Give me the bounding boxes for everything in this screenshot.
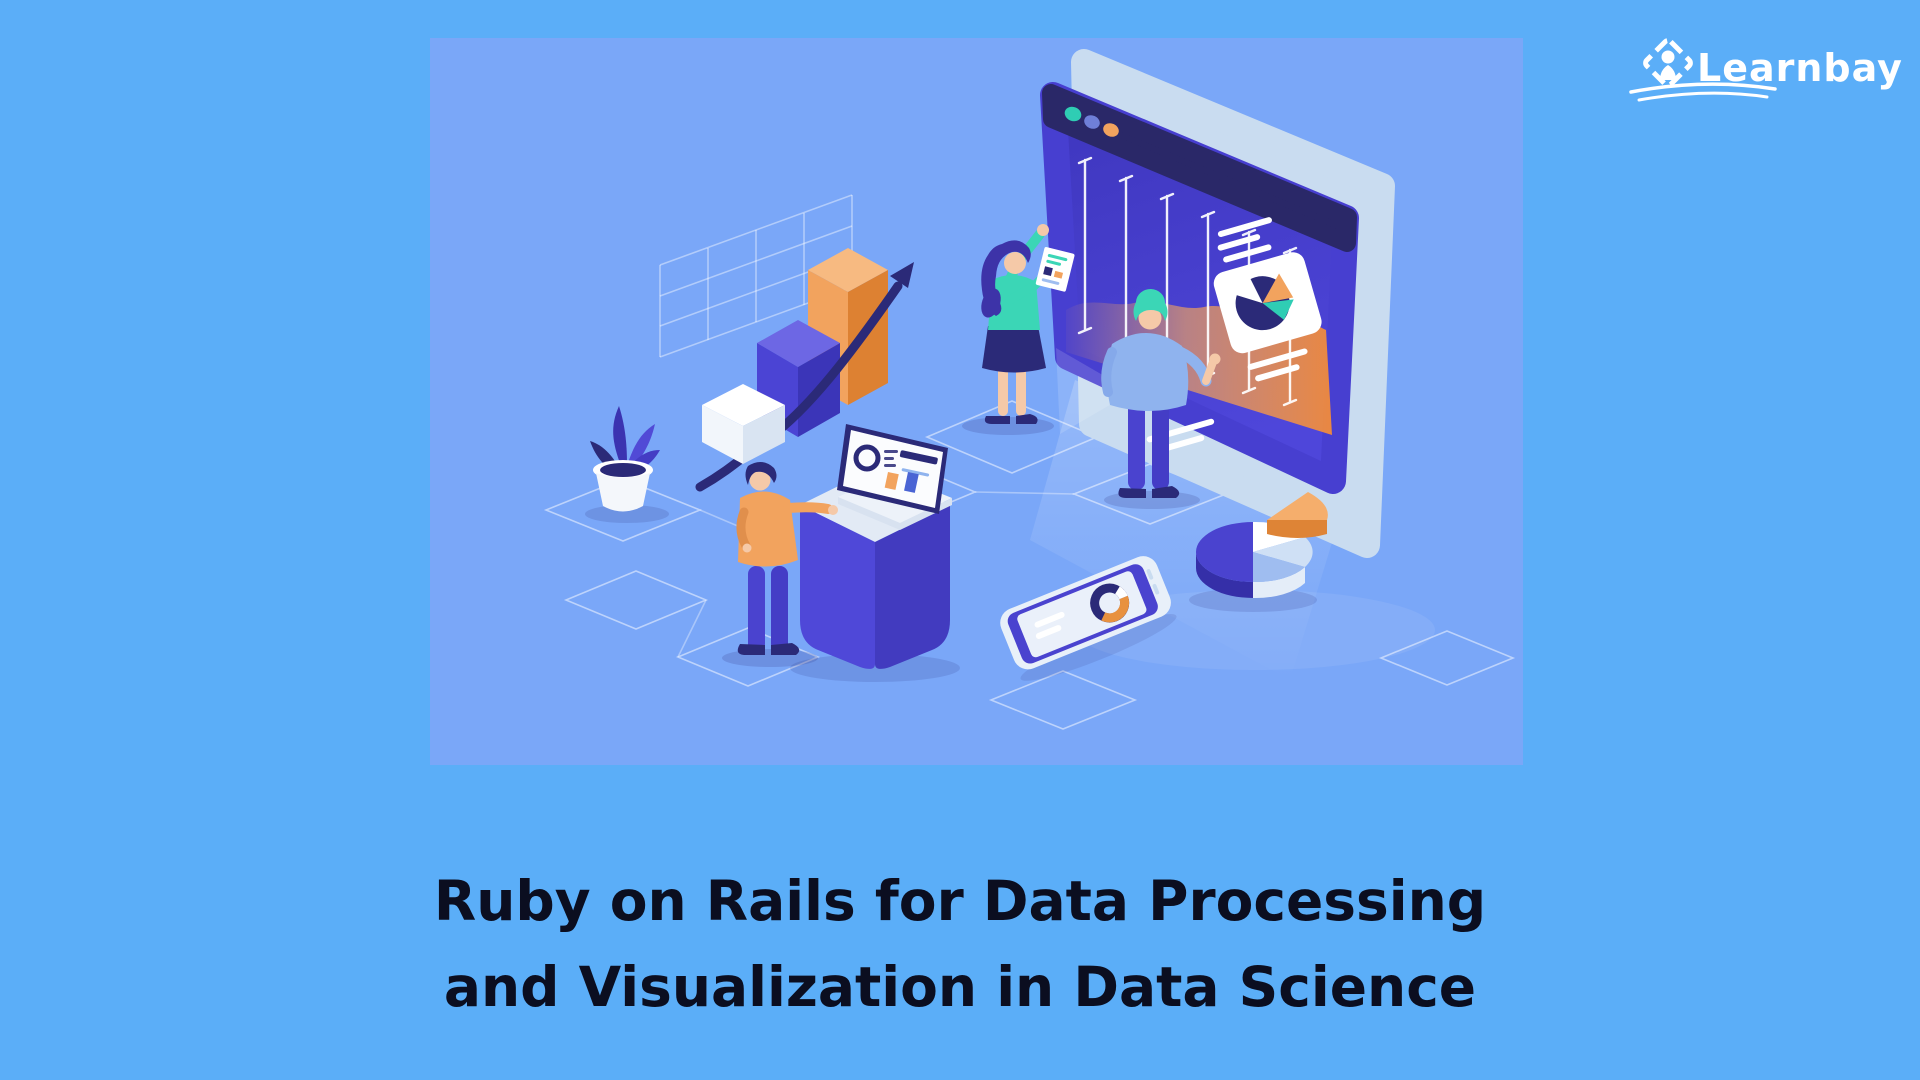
window-dots-icon [1064, 106, 1119, 137]
window-titlebar [1042, 84, 1357, 252]
brand-logo-text: Learnbay [1697, 46, 1903, 90]
screen-text-lines [1217, 217, 1272, 263]
smartphone-donut-chart-icon [1000, 556, 1177, 681]
donut-chart-phone-icon [1090, 583, 1130, 623]
iso-grid-icon [659, 194, 853, 358]
laptop-dashboard-icon [837, 424, 952, 530]
screen-text-lines-lower [1247, 348, 1308, 382]
title-line-2: and Visualization in Data Science [443, 955, 1477, 1019]
pie-chart-card-icon [1213, 252, 1322, 354]
bar-white-cube [702, 384, 785, 464]
person-presenter-woman [962, 224, 1075, 435]
screen-light-beam [1056, 348, 1132, 434]
person-operator-man [722, 461, 838, 667]
plant-pot-icon [585, 406, 669, 523]
data-analytics-illustration [543, 49, 1516, 730]
logo-swoosh-icon [1629, 82, 1777, 102]
brand-logo: Learnbay [1625, 26, 1920, 116]
person-analyst-man [1101, 289, 1221, 509]
report-paper [1035, 247, 1075, 292]
learnbay-diamond-icon [1643, 38, 1693, 88]
page-title: Ruby on Rails for Data Processing and Vi… [0, 858, 1920, 1030]
illustration-panel [430, 38, 1523, 765]
pie-slice-orange [1267, 492, 1328, 538]
pie-chart-3d-icon [1189, 492, 1328, 612]
bar-chart-3d-icon [695, 248, 914, 492]
title-line-1: Ruby on Rails for Data Processing [433, 869, 1487, 933]
podium [790, 424, 960, 682]
